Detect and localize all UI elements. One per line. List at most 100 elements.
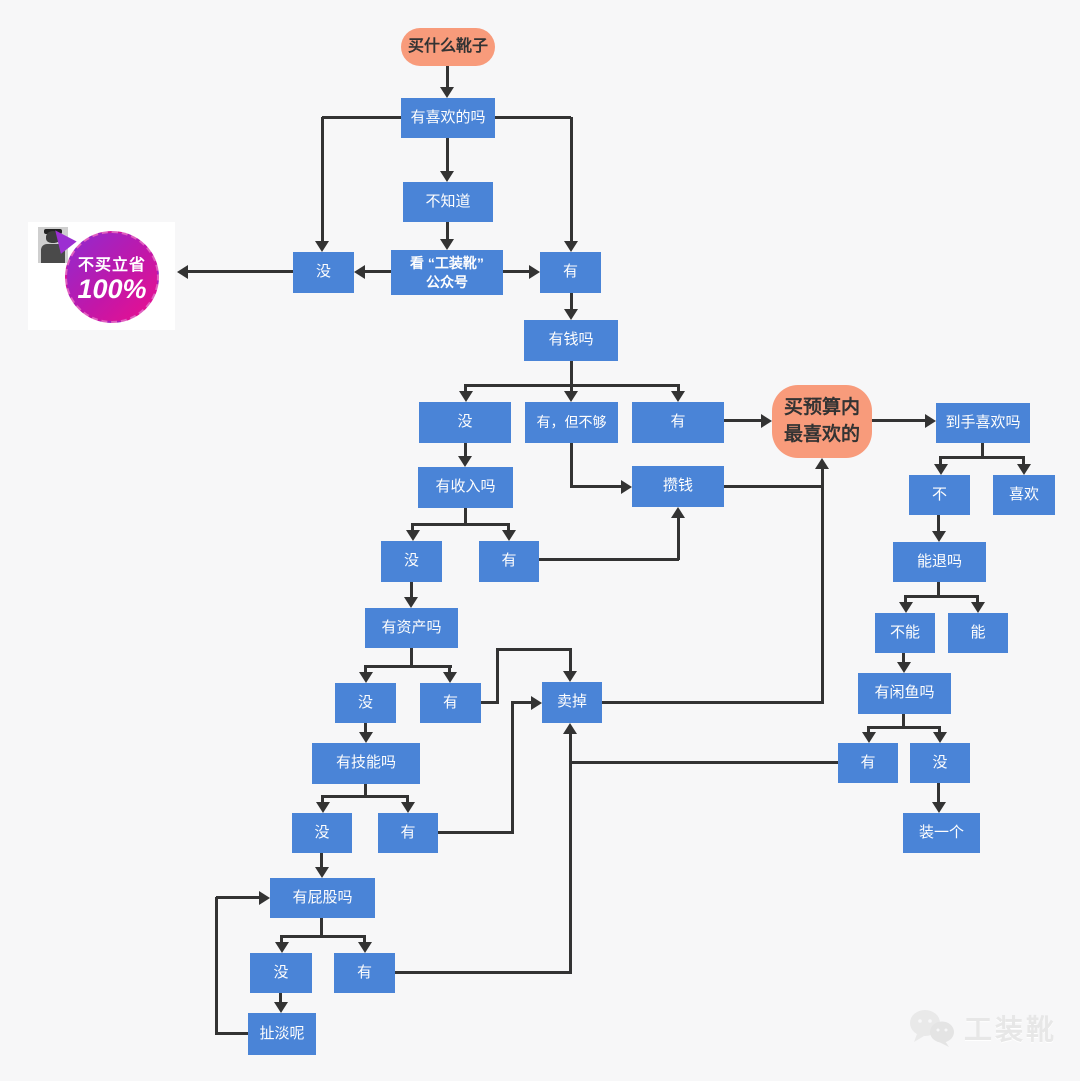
arrowhead xyxy=(502,530,516,541)
node-no-money: 没 xyxy=(419,402,511,443)
connector-line xyxy=(446,222,449,240)
arrowhead xyxy=(932,802,946,813)
connector-line xyxy=(321,117,324,241)
arrowhead xyxy=(315,867,329,878)
node-xianyu-yes: 有 xyxy=(838,743,898,783)
node-butt-no: 没 xyxy=(250,953,312,993)
node-can-refund-q: 能退吗 xyxy=(893,542,986,582)
node-read-account: 看 “工装靴” 公众号 xyxy=(391,250,503,295)
connector-line xyxy=(464,384,680,387)
node-not-like: 不 xyxy=(909,475,970,515)
connector-line xyxy=(511,703,514,833)
arrowhead xyxy=(897,662,911,673)
head-shape xyxy=(46,231,60,243)
connector-line xyxy=(320,918,323,937)
connector-line xyxy=(363,938,366,942)
connector-line xyxy=(406,798,409,802)
badge-text: 不买立省 xyxy=(77,256,146,274)
connector-line xyxy=(395,971,571,974)
promo-image: 不买立省 100% xyxy=(28,222,175,330)
connector-line xyxy=(571,761,838,764)
arrowhead xyxy=(440,239,454,250)
connector-line xyxy=(904,598,907,602)
connector-line xyxy=(902,653,905,663)
arrowhead xyxy=(563,723,577,734)
connector-line xyxy=(495,116,571,119)
node-nonsense: 扯淡呢 xyxy=(248,1013,316,1055)
arrowhead xyxy=(458,456,472,467)
arrowhead xyxy=(971,602,985,613)
arrowhead xyxy=(177,265,188,279)
connector-line xyxy=(410,648,413,667)
node-has-assets-q: 有资产吗 xyxy=(365,608,458,648)
connector-line xyxy=(364,665,452,668)
node-no-favorite: 没 xyxy=(293,252,354,293)
node-has-xianyu-q: 有闲鱼吗 xyxy=(858,673,951,714)
node-has-skills-q: 有技能吗 xyxy=(312,743,420,784)
node-cannot-refund: 不能 xyxy=(875,613,935,653)
watermark: 工装靴 xyxy=(908,1008,1057,1048)
connector-line xyxy=(569,734,572,974)
connector-line xyxy=(570,443,573,488)
connector-line xyxy=(937,582,940,597)
node-arrival-like-q: 到手喜欢吗 xyxy=(936,403,1030,443)
connector-line xyxy=(321,798,324,802)
connector-line xyxy=(364,668,367,672)
connector-line xyxy=(411,523,510,526)
connector-line xyxy=(867,726,941,729)
arrowhead xyxy=(440,87,454,98)
connector-line xyxy=(320,852,323,868)
connector-line xyxy=(321,795,409,798)
connector-line xyxy=(481,701,498,704)
connector-line xyxy=(503,270,530,273)
node-has-favorite-q: 有喜欢的吗 xyxy=(401,98,495,138)
badge-percent: 100% xyxy=(77,273,147,304)
connector-line xyxy=(938,729,941,732)
node-xianyu-no: 没 xyxy=(910,743,970,783)
arrowhead xyxy=(862,732,876,743)
connector-line xyxy=(496,648,572,651)
node-can-refund: 能 xyxy=(948,613,1008,653)
connector-line xyxy=(937,515,940,532)
connector-line xyxy=(569,650,572,671)
node-like-it: 喜欢 xyxy=(993,475,1055,515)
connector-line xyxy=(187,270,293,273)
node-has-butt-q: 有屁股吗 xyxy=(270,878,375,918)
arrowhead xyxy=(671,391,685,402)
arrowhead xyxy=(358,942,372,953)
connector-line xyxy=(280,935,366,938)
connector-line xyxy=(570,293,573,310)
arrowhead xyxy=(934,464,948,475)
arrowhead xyxy=(316,802,330,813)
arrowhead xyxy=(761,414,772,428)
connector-line xyxy=(322,116,401,119)
arrowhead xyxy=(564,309,578,320)
arrowhead xyxy=(359,732,373,743)
connector-line xyxy=(677,518,680,560)
node-skills-yes: 有 xyxy=(378,813,438,853)
arrowhead xyxy=(459,391,473,402)
avatar xyxy=(38,227,68,263)
arrowhead xyxy=(564,391,578,402)
connector-line xyxy=(280,938,283,942)
arrowhead xyxy=(443,672,457,683)
node-install-one: 装一个 xyxy=(903,813,980,853)
arrowhead xyxy=(274,1002,288,1013)
connector-line xyxy=(217,1032,248,1035)
node-assets-yes: 有 xyxy=(420,683,481,723)
arrowhead xyxy=(925,414,936,428)
connector-line xyxy=(902,714,905,728)
arrowhead xyxy=(933,732,947,743)
arrowhead xyxy=(671,507,685,518)
connector-line xyxy=(539,558,679,561)
node-buy-within-budget: 买预算内 最喜欢的 xyxy=(772,385,872,458)
connector-line xyxy=(570,485,622,488)
connector-line xyxy=(724,485,824,488)
arrowhead xyxy=(440,171,454,182)
node-save-money: 攒钱 xyxy=(632,466,724,507)
connector-line xyxy=(821,469,824,704)
connector-line xyxy=(464,443,467,457)
arrowhead xyxy=(1017,464,1031,475)
node-assets-no: 没 xyxy=(335,683,396,723)
